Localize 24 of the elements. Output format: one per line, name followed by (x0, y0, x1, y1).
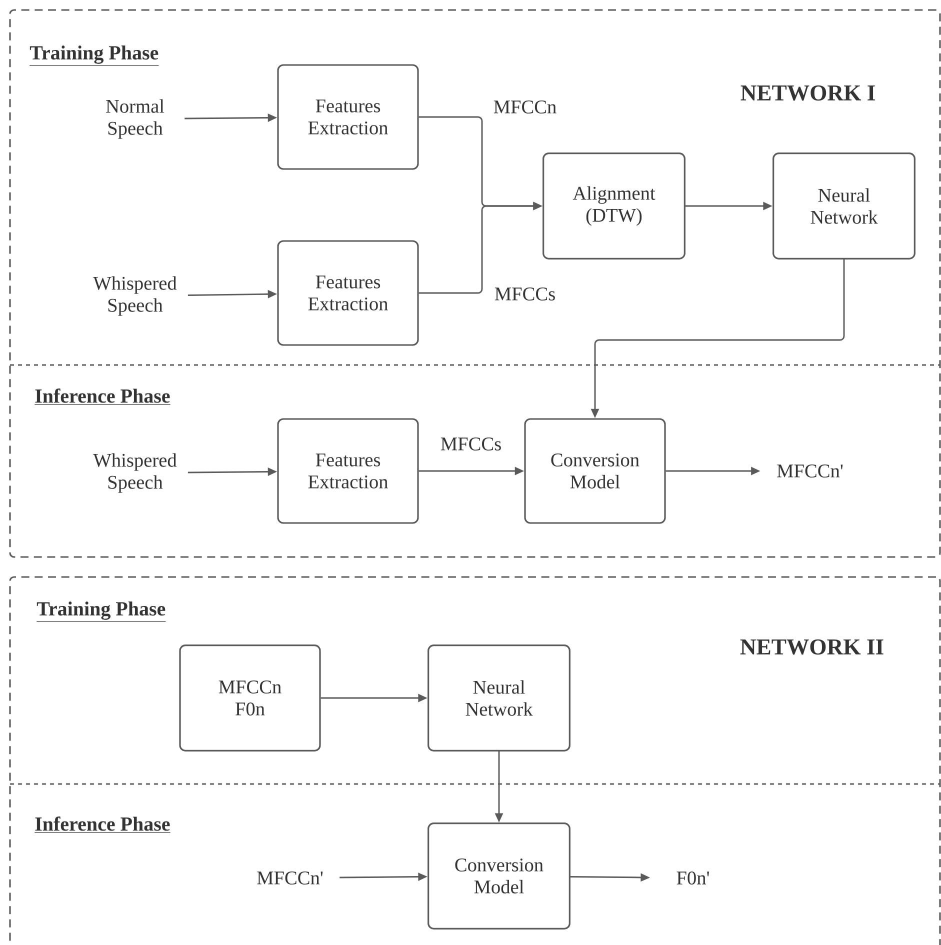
phase-heading: Inference Phase (34, 816, 171, 833)
signal-label: MFCCn' (777, 464, 843, 478)
signal-label: MFCCn' (257, 872, 323, 884)
panel-title: NETWORK I (740, 85, 875, 101)
phase-heading: Inference Phase (34, 388, 171, 405)
signal-label: Normal Speech (106, 99, 164, 139)
process-box: Features Extraction (277, 64, 419, 170)
process-box: Features Extraction (277, 418, 419, 524)
edge-label: MFCCs (439, 436, 503, 452)
panel-title: NETWORK II (740, 639, 884, 655)
process-box: Neural Network (428, 644, 570, 752)
process-box: Alignment (DTW) (542, 152, 686, 260)
signal-label: Whispered Speech (93, 453, 177, 493)
edge-label: MFCCs (493, 286, 557, 302)
process-box: MFCCn F0n (179, 644, 321, 752)
process-box: Conversion Model (524, 418, 666, 524)
process-box: Features Extraction (277, 240, 419, 346)
edge-label: MFCCn (492, 99, 558, 115)
phase-heading: Training Phase (29, 46, 159, 66)
signal-label: Whispered Speech (93, 276, 177, 316)
signal-label: F0n' (676, 871, 709, 885)
process-box: Neural Network (772, 152, 916, 260)
process-box: Conversion Model (428, 822, 570, 930)
phase-heading: Training Phase (36, 602, 166, 622)
